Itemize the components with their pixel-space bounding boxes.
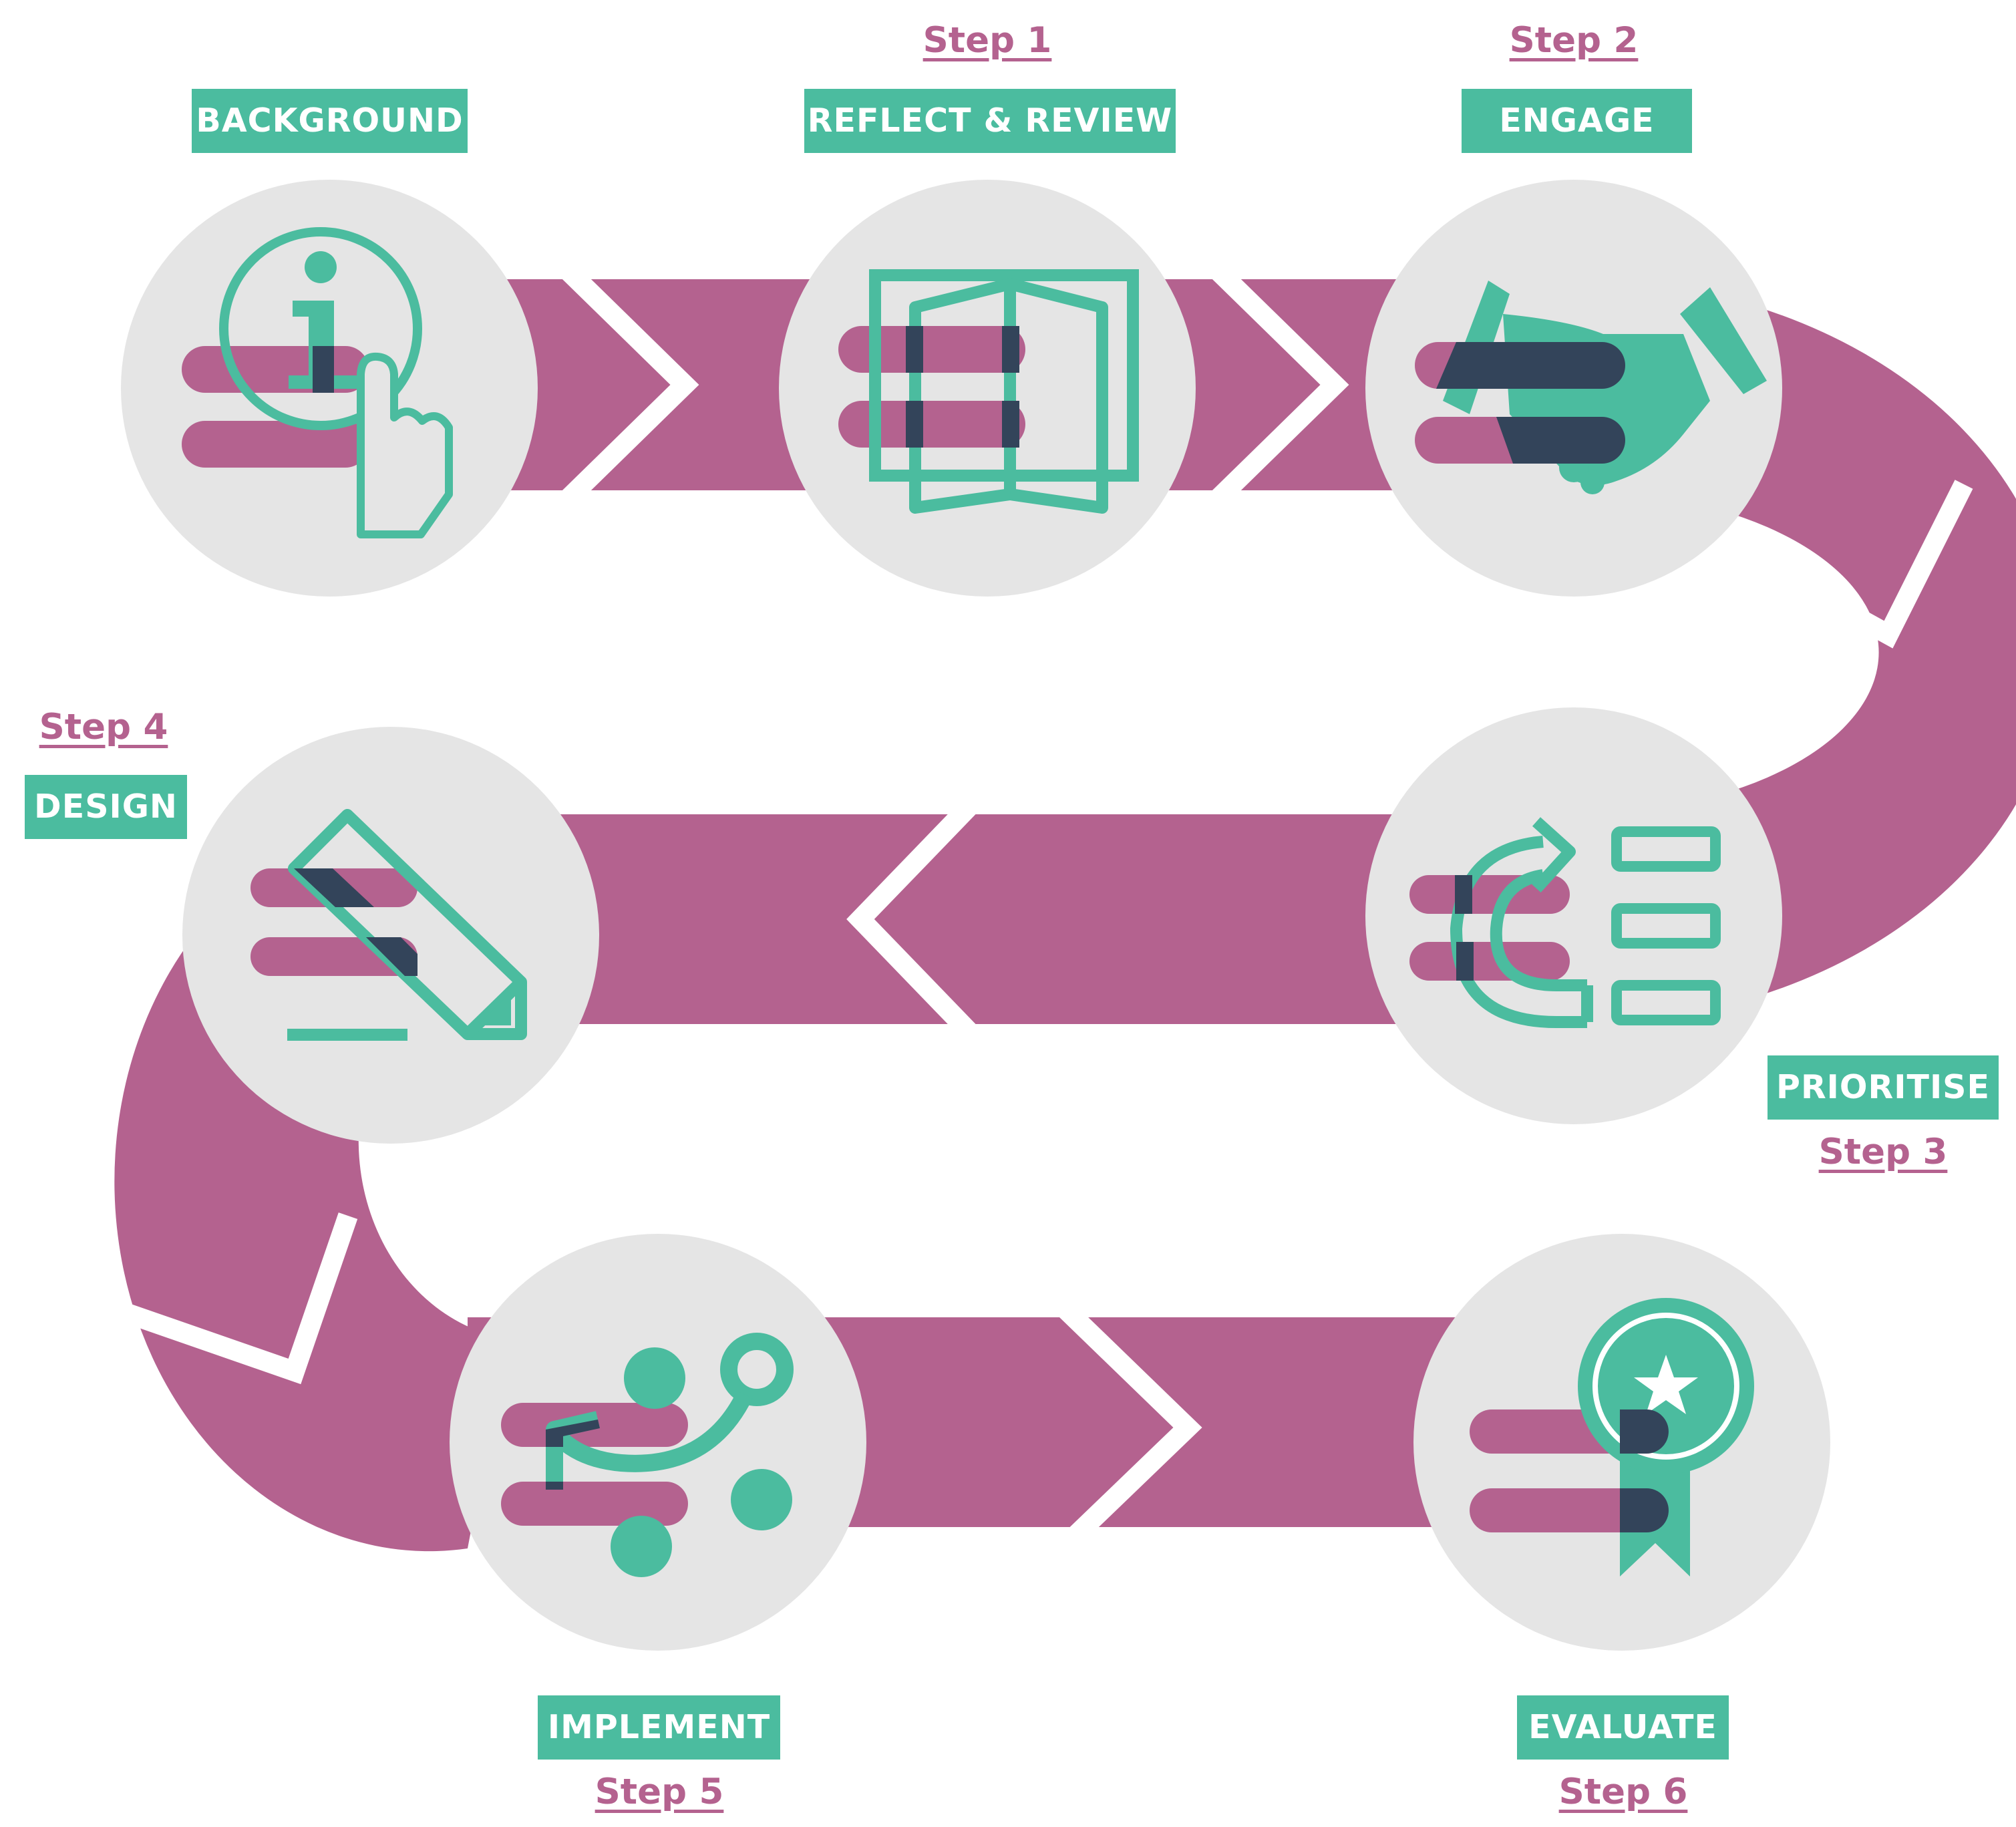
branch-nodes-icon [501,1333,794,1577]
chevron-arrow [557,260,699,510]
stage-label-reflect: REFLECT & REVIEW [804,89,1176,153]
refresh-list-icon [1409,817,1721,1028]
step-label-3: Step 3 [1818,1132,1948,1172]
handshake-icon [1415,281,1767,494]
step-label-2: Step 2 [1509,20,1639,61]
info-touch-icon [182,227,453,538]
step-label-4: Step 4 [39,707,168,748]
stage-circle-design [182,727,599,1144]
pencil-icon [250,809,527,1041]
text-lines-icon [838,326,1025,448]
step-label-5: Step 5 [595,1772,724,1812]
open-book-icon [838,269,1139,514]
stage-label-design: DESIGN [25,775,187,839]
stage-label-implement: IMPLEMENT [538,1695,780,1760]
stage-circle-reflect [779,180,1196,597]
chevron-arrow [1207,260,1349,510]
chevron-arrow [1707,480,1973,649]
stage-label-prioritise: PRIORITISE [1768,1055,1999,1120]
chevron-arrow [1055,1299,1202,1556]
stage-label-evaluate: EVALUATE [1517,1695,1729,1760]
stage-label-engage: ENGAGE [1462,89,1692,153]
step-label-6: Step 6 [1558,1772,1688,1812]
step-label-1: Step 1 [922,20,1052,61]
stage-label-background: BACKGROUND [192,89,468,153]
chevron-arrow [846,794,981,1044]
award-ribbon-icon [1470,1298,1754,1576]
chevron-arrow [118,1212,358,1385]
